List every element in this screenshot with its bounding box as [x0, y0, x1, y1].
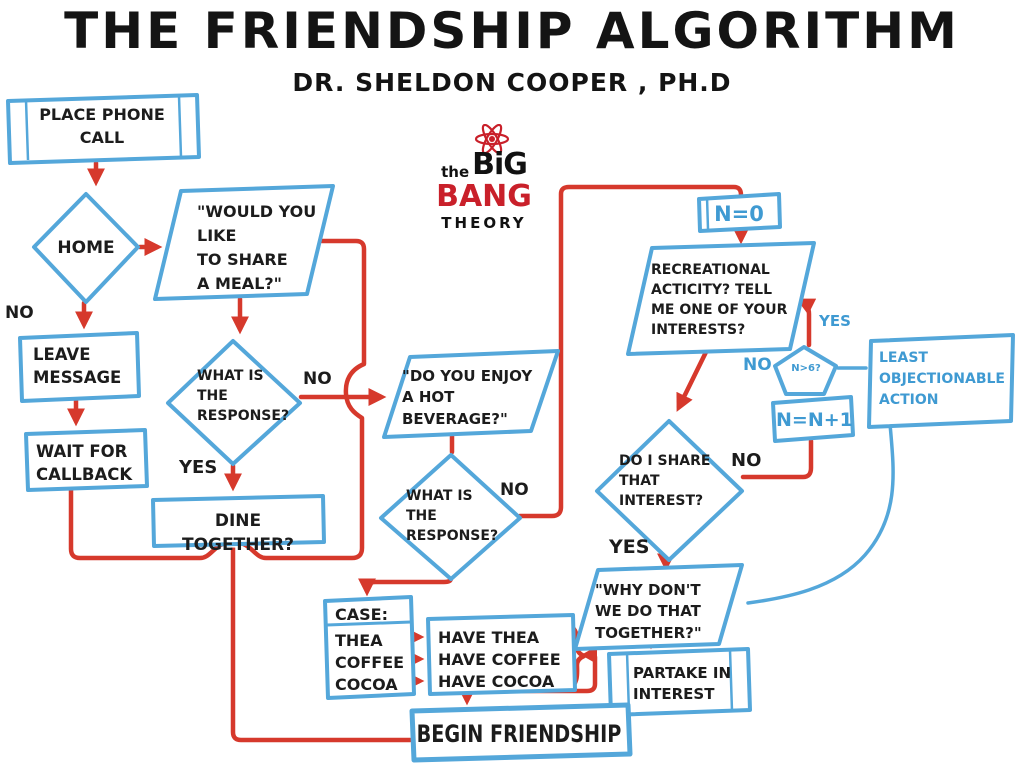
node-label-response2: WHAT IS THE RESPONSE?	[406, 488, 499, 544]
page-subtitle: DR. SHELDON COOPER , PH.D	[292, 68, 732, 97]
node-label-would-you-like: "WOULD YOU LIKE TO SHARE A MEAL?"	[197, 202, 317, 293]
node-label-why-dont-we: "WHY DON'T WE DO THAT TOGETHER?"	[595, 581, 702, 642]
node-label-partake: PARTAKE IN INTEREST	[633, 664, 732, 704]
edge-label-response1-yes: YES	[179, 457, 218, 478]
node-label-share-interest: DO I SHARE THAT INTEREST?	[619, 453, 711, 509]
shape-n-increment	[771, 395, 855, 443]
node-label-recreational: RECREATIONAL ACTICITY? TELL ME ONE OF YO…	[651, 262, 788, 338]
edge-label-share-no: NO	[731, 450, 762, 471]
node-label-case-header: CASE:	[335, 605, 388, 624]
logo-line-the-big: the BiG	[436, 150, 532, 180]
logo-bang: BANG	[436, 179, 532, 214]
shape-partake	[607, 647, 752, 717]
node-label-dine-together: DINE TOGETHER?	[181, 511, 294, 556]
edge-recreational-to-share	[676, 347, 710, 412]
shape-wait-for-callback	[24, 428, 149, 492]
edge-label-share-yes: YES	[609, 536, 650, 558]
page-title: THE FRIENDSHIP ALGORITHM	[64, 2, 960, 60]
node-label-leave-message: LEAVE MESSAGE	[33, 345, 122, 388]
node-shapes	[6, 93, 1015, 763]
edge-label-n6-yes: YES	[819, 312, 851, 330]
shape-home	[32, 192, 140, 304]
edge-callback-loop	[68, 238, 367, 561]
node-label-wait-for-callback: WAIT FOR CALLBACK	[36, 442, 133, 485]
shape-response1	[166, 339, 302, 466]
brace-arrowhead	[581, 646, 597, 664]
shape-recreational	[626, 241, 816, 356]
node-label-home: HOME	[57, 238, 115, 258]
edge-label-home-no: NO	[5, 303, 34, 323]
shape-leave-message	[18, 331, 141, 403]
shape-n0	[697, 192, 782, 233]
shape-why-dont-we	[573, 563, 744, 651]
shape-begin-friendship	[409, 702, 633, 763]
edge-label-response2-no: NO	[500, 480, 529, 500]
atom-icon	[474, 124, 510, 154]
case-divider	[326, 620, 412, 627]
logo-theory: THEORY	[441, 214, 527, 232]
shape-share-interest	[595, 419, 744, 562]
edge-response2-no-to-n0	[517, 184, 744, 519]
edge-label-response1-no: NO	[303, 369, 332, 389]
blue-connectors	[746, 366, 895, 605]
edge-least-to-why	[746, 422, 895, 605]
shape-would-you-like	[153, 184, 335, 301]
edge-dine-to-begin	[230, 544, 413, 743]
node-label-hot-beverage: "DO YOU ENJOY A HOT BEVERAGE?"	[402, 367, 533, 428]
logo-big: BiG	[472, 147, 528, 182]
edge-label-n6-no: NO	[743, 355, 772, 375]
node-label-response1: WHAT IS THE RESPONSE?	[197, 368, 290, 424]
edge-share-no-to-increment	[740, 438, 814, 480]
shape-n-greater-6	[773, 345, 838, 396]
shape-details	[24, 95, 734, 714]
node-label-case-items: THEA COFFEE COCOA	[335, 631, 405, 695]
logo-the: the	[441, 163, 470, 181]
partake-box-inner-lines	[625, 649, 734, 714]
node-label-least-objectionable: LEAST OBJECTIONABLE ACTION	[879, 350, 1005, 408]
n0-box-inner-line	[705, 196, 710, 230]
shape-response2	[379, 453, 522, 581]
node-label-begin-friendship: BEGIN FRIENDSHIP	[416, 720, 622, 748]
node-label-n-greater-6: N>6?	[791, 363, 821, 374]
shape-hot-beverage	[382, 349, 560, 439]
place-box-inner-lines	[24, 95, 183, 161]
node-label-have-items: HAVE THEA HAVE COFFEE HAVE COCOA	[438, 628, 561, 692]
edge-response2-yes-to-case	[358, 575, 454, 597]
node-label-n0: N=0	[714, 202, 764, 226]
shape-dine-together	[151, 494, 326, 548]
node-label-place-phone-call: PLACE PHONE CALL	[39, 105, 165, 147]
shape-place-phone-call	[6, 93, 201, 165]
shape-least-objectionable	[867, 333, 1015, 429]
node-label-n-increment: N=N+1	[776, 409, 853, 431]
big-bang-theory-logo: the BiG BANG THEORY	[436, 124, 532, 231]
shape-have	[426, 613, 577, 696]
